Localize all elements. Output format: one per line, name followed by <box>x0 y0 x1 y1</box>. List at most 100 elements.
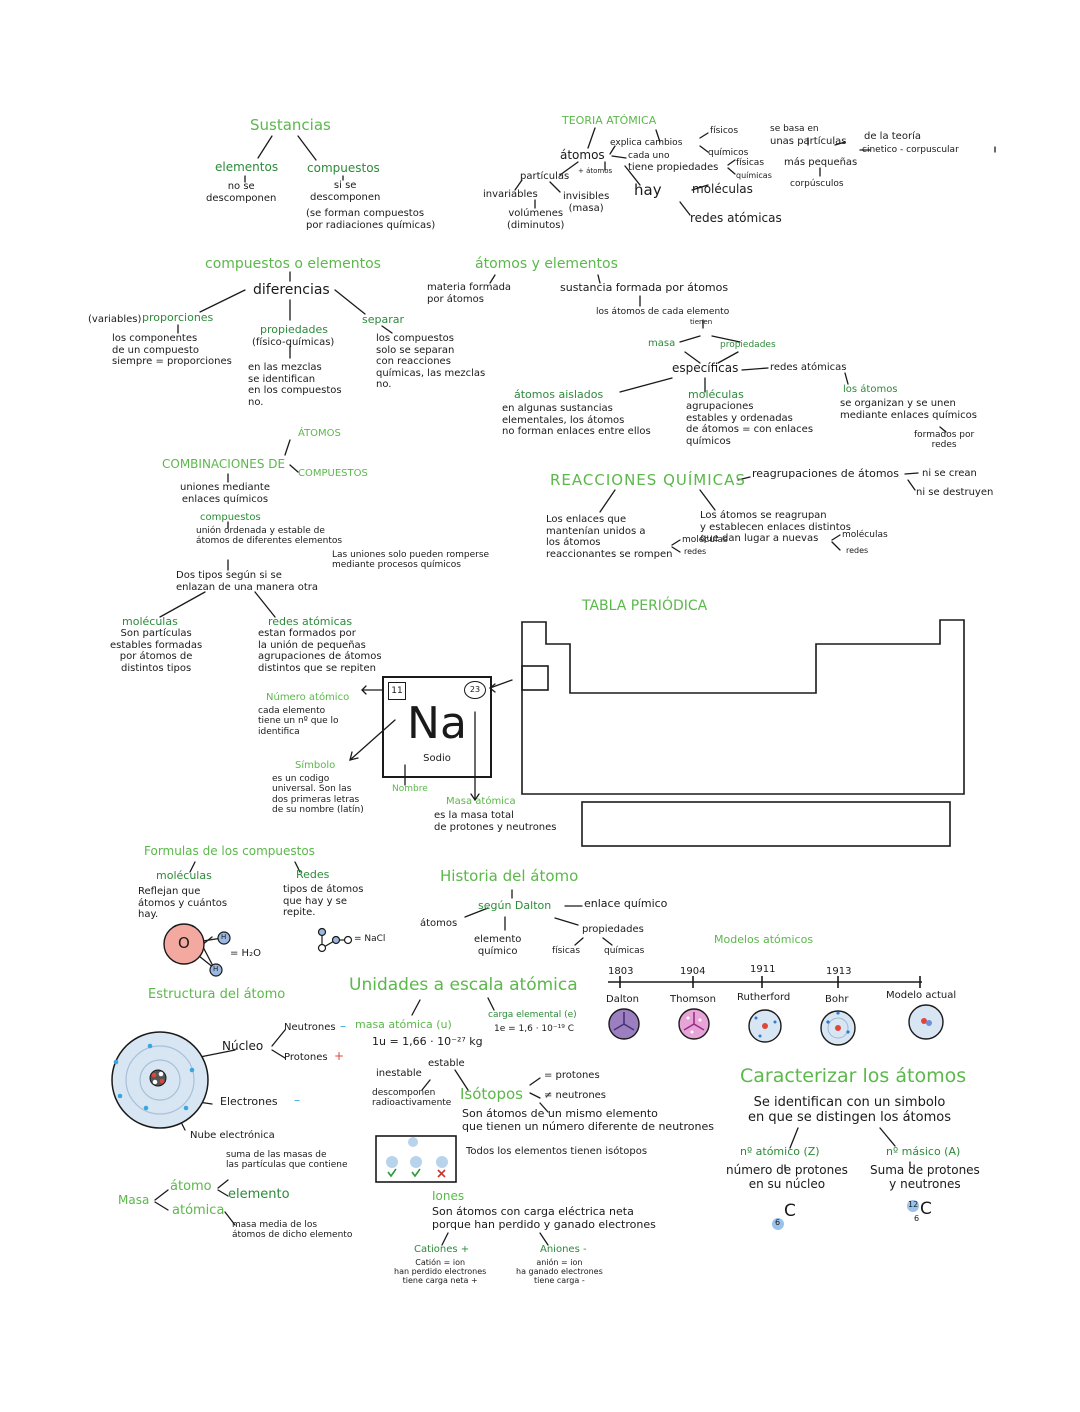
moleculas-comb-desc: Son partículas estables formadas por áto… <box>110 628 203 674</box>
diferencias-label: diferencias <box>253 282 330 298</box>
compuestos-note: (se forman compuestos por radiaciones qu… <box>306 208 436 231</box>
z-label: nº atómico (Z) <box>740 1145 820 1158</box>
teoria-volumenes: volúmenes (diminutos) <box>507 208 565 231</box>
aislados-desc: en algunas sustancias elementales, los á… <box>502 403 651 437</box>
reacciones-redes1: redes <box>684 547 707 556</box>
teoria-unas-particulas: unas partículas <box>770 136 847 147</box>
atomic-mass-circle: 23 <box>464 681 486 699</box>
a-desc: Suma de protones y neutrones <box>870 1163 980 1191</box>
formados-desc: formados por redes <box>914 430 975 451</box>
sodium-element-card: 11 23 Na Sodio <box>382 676 492 778</box>
nucleo-label: Núcleo <box>222 1039 264 1053</box>
isotopos-desc: Son átomos de un mismo elemento que tien… <box>462 1107 714 1133</box>
caracterizar-title: Caracterizar los átomos <box>740 1065 967 1087</box>
sustancias-title: Sustancias <box>250 116 331 134</box>
combinaciones-title: COMBINACIONES DE <box>162 457 286 471</box>
year-1913: 1913 <box>826 966 852 977</box>
simbolo-label: Símbolo <box>295 760 336 771</box>
formulas-title: Formulas de los compuestos <box>144 844 315 858</box>
nube-label: Nube electrónica <box>190 1130 275 1141</box>
teoria-moleculas: moléculas <box>692 182 753 196</box>
a-number-icon <box>907 1200 919 1212</box>
enlaces-desc: Los enlaces que mantenían unidos a los á… <box>546 514 673 560</box>
historia-atomos: átomos <box>420 918 458 929</box>
teoria-redes: redes atómicas <box>690 211 782 225</box>
isotopos-todos: Todos los elementos tienen isótopos <box>466 1146 648 1157</box>
redes-comb-desc: estan formados por la unión de pequeñas … <box>258 628 382 674</box>
masa-label: masa <box>648 338 676 349</box>
elementos-label: elementos <box>215 160 279 174</box>
atomic-number-box: 11 <box>388 682 406 700</box>
reacciones-moleculas2: moléculas <box>842 530 888 540</box>
nombre-label: Nombre <box>392 784 428 794</box>
isotopos-title: Isótopos <box>460 1085 523 1103</box>
masa-atomica-sec-label: atómica <box>172 1203 225 1218</box>
inestable-label: inestable <box>376 1068 422 1079</box>
teoria-title: TEORIA ATÓMICA <box>562 114 657 127</box>
uniones-desc: uniones mediante enlaces químicos <box>180 482 271 505</box>
z-desc: número de protones en su núcleo <box>726 1163 848 1191</box>
oxygen-label: O <box>178 934 190 952</box>
teoria-mas-pequenas: más pequeñas <box>784 157 858 168</box>
cationes-label: Cationes + <box>414 1244 470 1255</box>
ni-crean-label: ni se crean <box>922 468 977 479</box>
propiedades-ae-label: propiedades <box>720 340 776 350</box>
model-actual: Modelo actual <box>886 990 957 1001</box>
masa-sec-label: Masa <box>118 1193 150 1207</box>
estructura-title: Estructura del átomo <box>148 987 286 1002</box>
historia-propiedades: propiedades <box>582 924 644 935</box>
electrones-sign: – <box>294 1093 300 1107</box>
year-1911: 1911 <box>750 964 776 975</box>
proporciones-label: proporciones <box>142 311 214 324</box>
masa-media-desc: masa media de los átomos de dicho elemen… <box>232 1220 353 1241</box>
dalton-model-icon <box>608 1008 640 1040</box>
tabla-title: TABLA PERIÓDICA <box>582 598 708 614</box>
teoria-quimicos: químicos <box>708 148 749 158</box>
reagrupan-desc: Los átomos se reagrupan y establecen enl… <box>700 510 852 544</box>
reacciones-redes2: redes <box>846 546 869 555</box>
dalton-label: según Dalton <box>478 899 552 912</box>
los-atomos-label: los átomos <box>843 384 898 395</box>
c-symbol-a: C <box>920 1199 932 1219</box>
model-thomson: Thomson <box>670 994 716 1005</box>
h2o-formula: = H₂O <box>230 948 261 959</box>
organizan-desc: se organizan y se unen mediante enlaces … <box>840 398 977 421</box>
teoria-se-basa: se basa en <box>770 124 819 134</box>
z-example-2: 6 <box>914 1214 920 1223</box>
historia-title: Historia del átomo <box>440 867 579 885</box>
teoria-invisibles: invisibles (masa) <box>563 191 610 214</box>
compuestos-desc: si se descomponen <box>310 180 381 203</box>
teoria-cinetico: cinetico - corpuscular <box>862 145 959 155</box>
isotopos-protones: = protones <box>544 1070 600 1081</box>
compuestos-comb-sub: compuestos <box>200 512 261 523</box>
moleculas-ae-label: moléculas <box>688 388 744 401</box>
propiedades-label: propiedades <box>260 323 329 336</box>
redes-atomicas-label: redes atómicas <box>770 362 847 373</box>
rutherford-model-icon <box>748 1009 782 1043</box>
aislados-label: átomos aislados <box>514 388 604 401</box>
redes-comb-label: redes atómicas <box>268 615 353 628</box>
variables-label: (variables) <box>88 314 142 325</box>
historia-fisicas: físicas <box>552 946 581 956</box>
historia-quimicas: químicas <box>604 946 645 956</box>
neutrones-sign: – <box>340 1019 346 1033</box>
a-example: 12 <box>908 1200 919 1209</box>
reagrupaciones-label: reagrupaciones de átomos <box>752 467 899 480</box>
moleculas-comb-label: moléculas <box>122 615 178 628</box>
model-bohr: Bohr <box>825 994 849 1005</box>
historia-elemento: elemento químico <box>474 934 522 957</box>
modelos-title: Modelos atómicos <box>714 933 814 946</box>
teoria-invariables: invariables <box>483 189 538 200</box>
protones-label: Protones <box>284 1052 328 1063</box>
tienen-label: tienen <box>690 318 713 326</box>
elementos-desc: no se descomponen <box>206 181 277 204</box>
unidades-title: Unidades a escala atómica <box>349 975 578 995</box>
modern-model-icon <box>908 1004 944 1040</box>
bohr-model-icon <box>820 1010 856 1046</box>
compuestos-label: compuestos <box>307 161 380 175</box>
teoria-particulas: partículas <box>520 171 570 182</box>
propiedades-sub: (físico-químicas) <box>252 337 335 348</box>
aniones-desc: anión = ion ha ganado electrones tiene c… <box>516 1258 603 1286</box>
teoria-fisicos: físicos <box>710 126 739 136</box>
